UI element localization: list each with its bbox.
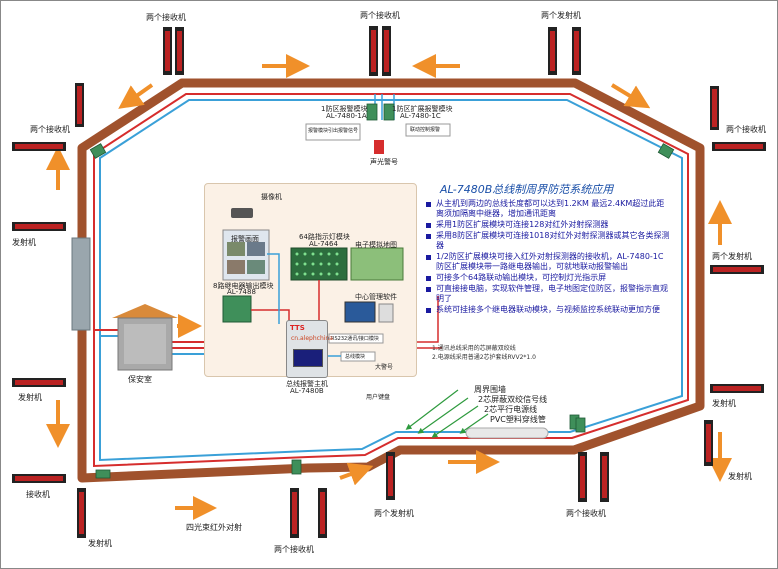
emitter-label-bottom-center: 两个发射机 (374, 509, 414, 518)
feature-item: 可直接接电脑，实现软件管理，电子地图定位防区，报警指示直观明了 (426, 284, 671, 304)
tower-top-center (369, 26, 391, 76)
e-map-box (350, 247, 404, 281)
guard-room-label: 保安室 (128, 375, 152, 384)
relay-module-label: 8路继电器输出模块 (213, 282, 274, 290)
feature-item: 系统可挂接多个继电器联动模块，与视频监控系统联动更加方便 (426, 305, 671, 315)
relay-module-box (222, 295, 252, 323)
emitter-label-left-low: 发射机 (18, 393, 42, 402)
tower-left-mid (12, 222, 66, 387)
cms-label: 中心管理软件 (355, 293, 397, 301)
controller-label: 总线报警主机 (286, 380, 328, 388)
tower-bottom-right (578, 452, 609, 502)
camera-label: 摄像机 (261, 193, 282, 201)
emitter-label-top-right: 两个发射机 (541, 11, 581, 20)
relay-model-label: AL-7488 (227, 288, 256, 296)
perimeter-wall (77, 78, 705, 483)
receiver-label-top-center: 两个接收机 (360, 11, 400, 20)
module-1a-name: 1防区报警模块 (321, 105, 368, 113)
bus-modules (89, 103, 675, 479)
bus-module-label: 总线模块 (345, 354, 366, 360)
emitter-label-right-bottom: 发射机 (728, 472, 752, 481)
keypad-label: 用户键盘 (366, 394, 391, 401)
system-title: AL-7480B总线制周界防范系统应用 (440, 183, 614, 196)
led-model-label: AL-7464 (309, 240, 338, 248)
alarm-controller: TTS (286, 320, 328, 378)
tower-right-mid (710, 265, 764, 393)
led-panel-box (290, 247, 348, 281)
module-box-left (305, 123, 361, 141)
tower-right-bottom (704, 420, 713, 466)
tower-top-right (548, 27, 581, 75)
controller-model-label: AL-7480B (290, 387, 324, 395)
receiver-label-bottom-right: 两个接收机 (566, 509, 606, 518)
pvc-pipe (465, 427, 549, 439)
receiver-label-left-bottom: 接收机 (26, 490, 50, 499)
speaker-label: 大警号 (375, 364, 394, 371)
feature-item: 1/2防区扩展模块可接入红外对射探测器的接收机，AL-7480-1C防区扩展模块… (426, 252, 671, 272)
module-1c-name: 1防区扩展报警模块 (392, 105, 453, 113)
module-box-left-label: 报警模块引出报警信号 (308, 128, 359, 134)
emitter-label-right-low: 发射机 (712, 399, 736, 408)
receiver-label-right: 两个接收机 (726, 125, 766, 134)
emitter-label-right-mid: 两个发射机 (712, 252, 752, 261)
feature-item: 采用8防区扩展模块可连接1018对红外对射探测器或其它各类探测器 (426, 231, 671, 251)
module-box-right-label: 联动控制报警 (410, 127, 441, 133)
siren (374, 140, 384, 154)
module-box-right (405, 123, 451, 137)
bus-line-red (93, 93, 689, 468)
note-item: 2.电源线采用普通2芯护套线RVV2*1.0 (432, 354, 536, 361)
tower-top-left (163, 27, 184, 75)
controller-brand: TTS (290, 324, 305, 332)
receiver-label-top-left: 两个接收机 (146, 13, 186, 22)
feature-item: 可接多个64路联动输出模块，可控制灯光指示屏 (426, 273, 671, 283)
watermark-text: cn.alephchina (291, 335, 333, 342)
siren-label: 声光警号 (370, 158, 398, 166)
wall-texture (71, 237, 91, 331)
tower-bottom-center (386, 452, 395, 500)
note-item: 1.通讯总线采用的芯屏蔽双绞线 (432, 345, 516, 352)
emitter-label-left-mid: 发射机 (12, 238, 36, 247)
tower-left-top (12, 83, 84, 151)
emitter-label-bottom-left: 发射机 (88, 539, 112, 548)
legend-pointers (405, 389, 489, 438)
panel-drawing (222, 208, 404, 362)
controller-screen (293, 349, 323, 367)
video-window-label: 报警画面 (231, 235, 259, 243)
rs232-label: RS232通讯/接口模块 (331, 336, 379, 342)
bus-line-blue (99, 99, 683, 462)
feature-item: 采用1防区扩展模块可连接128对红外对射探测器 (426, 220, 671, 230)
tower-bottom-center-left (290, 488, 327, 538)
legend-bus: 2芯屏蔽双绞信号线 (478, 395, 548, 404)
module-1c-model: AL-7480-1C (400, 112, 441, 120)
four-beam-label: 四光束红外对射 (186, 523, 242, 532)
notes: 1.通讯总线采用的芯屏蔽双绞线 2.电源线采用普通2芯护套线RVV2*1.0 (432, 344, 536, 362)
receiver-label-bottom: 两个接收机 (274, 545, 314, 554)
receiver-label-left: 两个接收机 (30, 125, 70, 134)
module-1a-model: AL-7480-1A (326, 112, 367, 120)
legend-power: 2芯平行电源线 (484, 405, 538, 414)
cms-computer (344, 301, 376, 323)
led-panel-label: 64路指示灯模块 (299, 233, 350, 241)
e-map-label: 电子模拟地图 (355, 241, 397, 249)
camera (231, 208, 253, 218)
feature-item: 从主机到两边的总线长度都可以达到1.2KM 最远2.4KM超过此距离须加隔离中继… (426, 199, 671, 219)
tower-right-top (710, 86, 766, 151)
legend-fence: 周界围墙 (474, 385, 506, 394)
feature-list: 从主机到两边的总线长度都可以达到1.2KM 最远2.4KM超过此距离须加隔离中继… (426, 199, 671, 316)
tower-left-bottom (12, 474, 86, 538)
guard-room (112, 304, 178, 371)
legend-pipe: PVC塑料穿线管 (490, 415, 546, 424)
